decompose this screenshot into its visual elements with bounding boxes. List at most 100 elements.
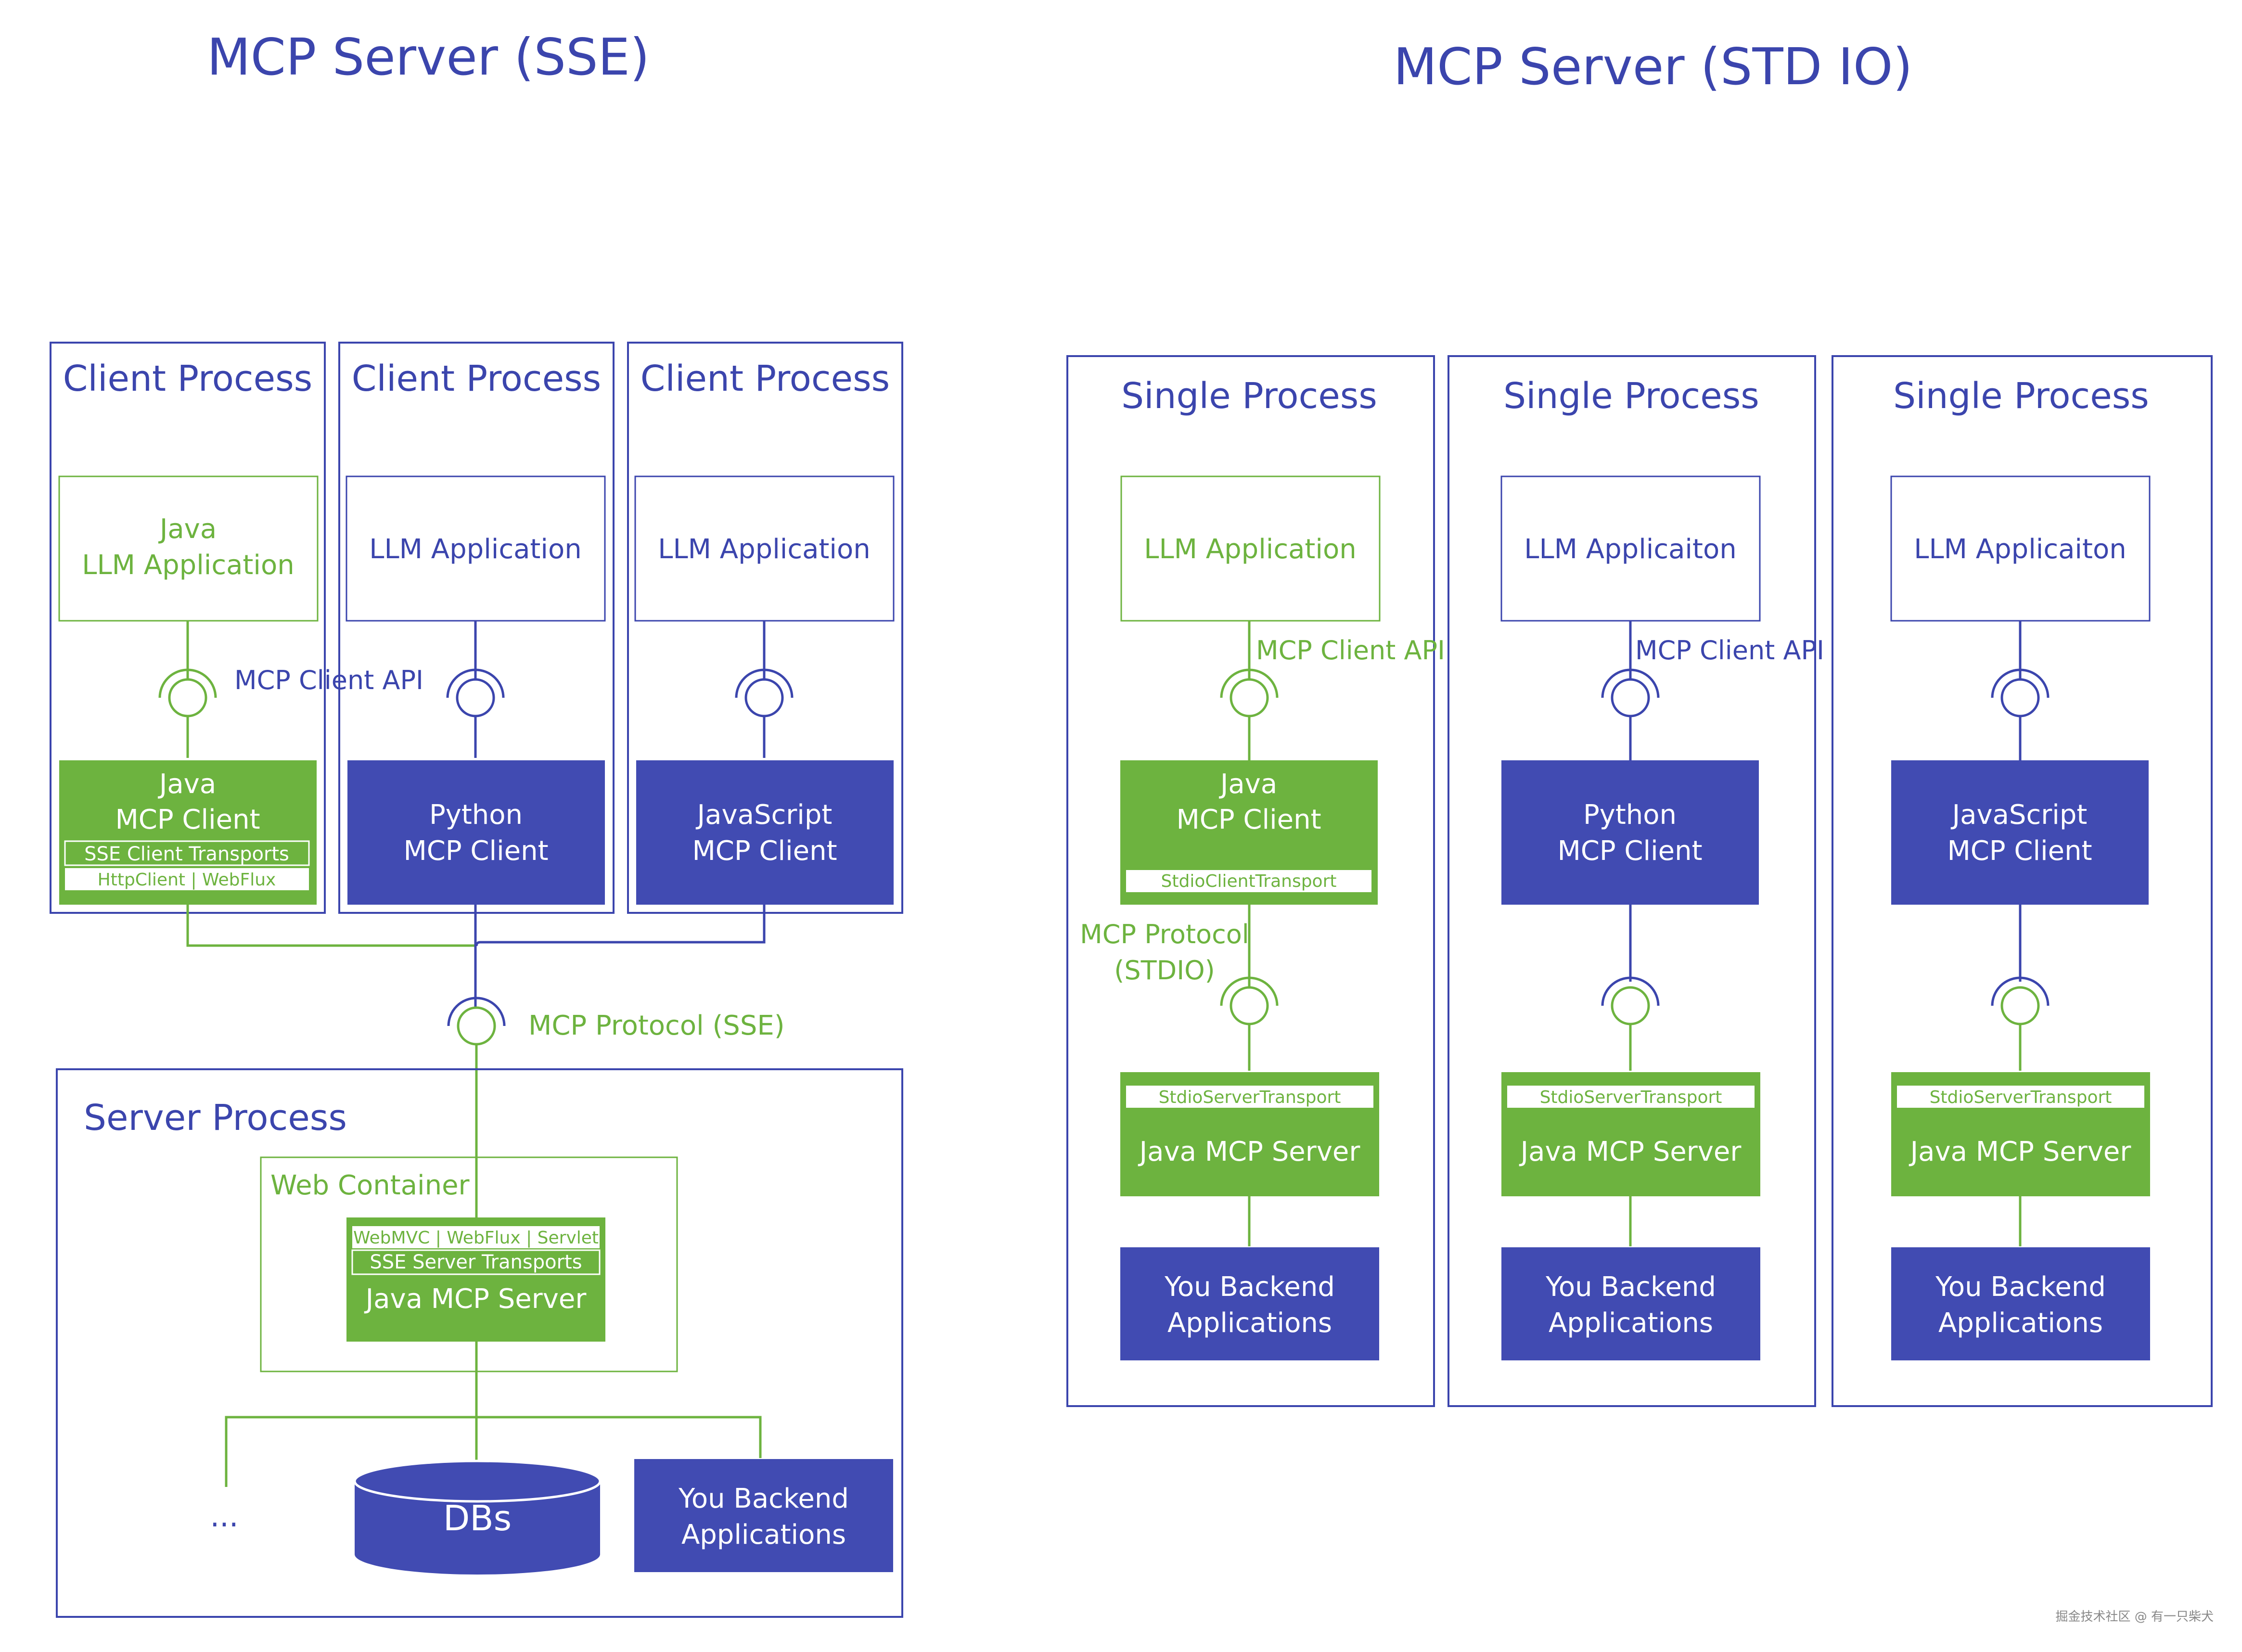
java-mcp-client-line2: MCP Client <box>115 804 260 835</box>
java-api-socket <box>158 668 217 698</box>
java-client-bus-line <box>186 905 475 947</box>
stdio-js-mcp-client-line2: MCP Client <box>1947 835 2092 867</box>
stdio-backend-2-line1: You Backend <box>1545 1271 1716 1303</box>
stdio-js-llm-app-label: LLM Applicaiton <box>1914 534 2126 565</box>
dbs-label: DBs <box>443 1498 512 1538</box>
java-llm-app-box <box>58 475 319 622</box>
python-llm-app-box <box>346 475 606 622</box>
stdio-js-mcp-client-box <box>1891 760 2149 905</box>
stdio-protocol-label-line2: (STDIO) <box>1114 955 1215 986</box>
stdio-server-transport-box-1 <box>1126 1086 1373 1108</box>
js-mcp-client-box <box>636 760 894 905</box>
java-mcp-client-line1: Java <box>158 768 216 800</box>
js-api-ball <box>744 678 784 717</box>
js-mcp-client-line1: JavaScript <box>696 799 833 831</box>
stdio-backend-3-line2: Applications <box>1938 1307 2103 1339</box>
sse-protocol-ball <box>457 1006 496 1046</box>
python-llm-app-label: LLM Application <box>369 534 581 565</box>
python-mcp-client-box <box>347 760 605 905</box>
stdio-js-llm-app-box <box>1890 475 2151 622</box>
stdio-js-protocol-ball <box>2000 986 2040 1025</box>
single-process-2-box <box>1448 355 1816 1407</box>
stdio-server-transport-label-3: StdioServerTransport <box>1930 1088 2112 1107</box>
stdio-java-api-label: MCP Client API <box>1256 635 1445 666</box>
server-process-label: Server Process <box>84 1097 347 1139</box>
python-mcp-client-line1: Python <box>429 799 523 831</box>
stdio-backend-box-2 <box>1501 1247 1760 1360</box>
stdio-client-transport-box <box>1126 870 1371 892</box>
sse-client-api-label: MCP Client API <box>234 665 423 695</box>
python-api-socket <box>446 668 505 698</box>
stdio-python-protocol-socket <box>1601 976 1660 1006</box>
sse-backend-line1: You Backend <box>678 1483 849 1514</box>
stdio-server-transport-label-2: StdioServerTransport <box>1540 1088 1722 1107</box>
stdio-java-mcp-server-label-3: Java MCP Server <box>1909 1136 2132 1167</box>
stdio-backend-box-3 <box>1891 1247 2150 1360</box>
stdio-js-api-socket <box>1991 668 2050 698</box>
stdio-java-mcp-server-label-1: Java MCP Server <box>1138 1136 1361 1167</box>
stdio-python-api-label: MCP Client API <box>1635 635 1824 666</box>
dbs-cylinder-body <box>355 1481 600 1575</box>
stdio-js-protocol-socket <box>1991 976 2050 1006</box>
sse-backend-line2: Applications <box>681 1519 846 1550</box>
stdio-java-api-socket <box>1220 668 1279 698</box>
stdio-backend-box-1 <box>1120 1247 1379 1360</box>
sse-server-impl-label: WebMVC | WebFlux | Servlet <box>353 1228 599 1248</box>
js-api-socket <box>735 668 794 698</box>
stdio-java-mcp-server-label-2: Java MCP Server <box>1519 1136 1742 1167</box>
watermark: 掘金技术社区 @ 有一只柴犬 <box>2055 1610 2214 1624</box>
server-process-box <box>56 1068 903 1618</box>
stdio-backend-2-line2: Applications <box>1549 1307 1713 1339</box>
dbs-cylinder-top <box>353 1460 602 1503</box>
single-process-1-box <box>1066 355 1435 1407</box>
stdio-title: MCP Server (STD IO) <box>1394 38 1913 96</box>
stdio-java-protocol-ball <box>1230 986 1269 1025</box>
python-mcp-client-line2: MCP Client <box>403 835 548 867</box>
web-container-label: Web Container <box>270 1170 470 1201</box>
stdio-backend-3-line1: You Backend <box>1935 1271 2106 1303</box>
sse-client-transport-box <box>64 840 310 866</box>
sse-client-transport-label: SSE Client Transports <box>84 843 289 865</box>
stdio-backend-1-line1: You Backend <box>1164 1271 1335 1303</box>
sse-protocol-socket <box>447 997 506 1026</box>
js-client-bus-line <box>475 905 766 947</box>
stdio-python-protocol-ball <box>1611 986 1650 1025</box>
client-process-2-label: Client Process <box>352 358 601 399</box>
stdio-java-mcp-client-line2: MCP Client <box>1176 804 1321 835</box>
client-process-1-label: Client Process <box>63 358 312 399</box>
server-ellipsis: ... <box>210 1498 238 1534</box>
stdio-python-api-ball <box>1611 678 1650 717</box>
stdio-python-llm-app-box <box>1500 475 1761 622</box>
stdio-protocol-label-line1: MCP Protocol <box>1080 919 1249 949</box>
web-container-box <box>260 1156 678 1372</box>
single-process-3-box <box>1832 355 2213 1407</box>
stdio-java-mcp-client-line1: Java <box>1219 768 1277 800</box>
java-llm-app-line1: Java <box>158 513 217 545</box>
sse-client-impl-label: HttpClient | WebFlux <box>98 870 276 890</box>
sse-server-transport-label: SSE Server Transports <box>370 1251 582 1273</box>
stdio-js-api-ball <box>2000 678 2040 717</box>
sse-protocol-label: MCP Protocol (SSE) <box>528 1010 785 1041</box>
stdio-server-transport-box-2 <box>1507 1086 1755 1108</box>
java-llm-app-line2: LLM Application <box>82 550 294 581</box>
stdio-client-transport-label: StdioClientTransport <box>1161 871 1337 891</box>
stdio-js-mcp-client-line1: JavaScript <box>1951 799 2088 831</box>
sse-backend-box <box>634 1459 893 1572</box>
java-api-ball <box>168 678 207 717</box>
stdio-server-transport-label-1: StdioServerTransport <box>1159 1088 1341 1107</box>
stdio-server-transport-box-3 <box>1897 1086 2144 1108</box>
sse-title: MCP Server (SSE) <box>207 28 650 87</box>
stdio-java-api-ball <box>1230 678 1269 717</box>
stdio-python-llm-app-label: LLM Applicaiton <box>1524 534 1736 565</box>
stdio-java-llm-app-label: LLM Application <box>1144 534 1356 565</box>
stdio-python-mcp-client-line1: Python <box>1583 799 1677 831</box>
sse-server-impl-box <box>352 1226 600 1248</box>
sse-java-mcp-server-label: Java MCP Server <box>364 1283 587 1315</box>
stdio-python-mcp-client-line2: MCP Client <box>1557 835 1702 867</box>
stdio-java-protocol-socket <box>1220 976 1279 1006</box>
sse-client-impl-box <box>65 868 309 890</box>
single-process-1-label: Single Process <box>1121 375 1377 417</box>
single-process-2-label: Single Process <box>1503 375 1759 417</box>
js-mcp-client-line2: MCP Client <box>692 835 837 867</box>
